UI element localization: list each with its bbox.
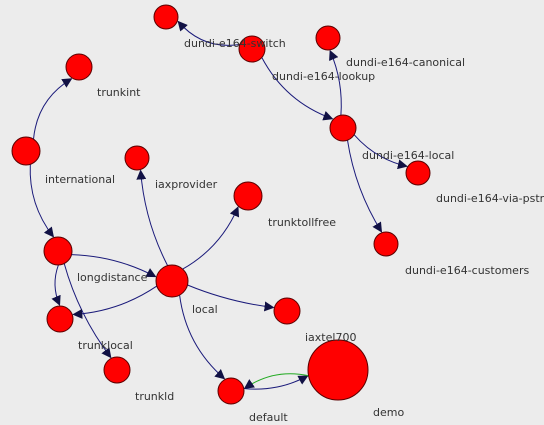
node-dundi-e164-lookup-src[interactable] bbox=[238, 35, 266, 63]
edge-longdistance-to-trunkld bbox=[63, 263, 112, 359]
edge-local-to-iaxprovider bbox=[136, 169, 169, 266]
node-label-dundi-e164-customers: dundi-e164-customers bbox=[405, 264, 529, 277]
edge-international-to-longdistance bbox=[29, 164, 55, 238]
node-dundi-e164-lookup[interactable] bbox=[329, 114, 357, 142]
node-label-trunkld: trunkld bbox=[135, 390, 174, 403]
edges-layer bbox=[29, 20, 408, 390]
edge-demo-to-default bbox=[243, 373, 309, 389]
node-trunkint[interactable] bbox=[65, 53, 93, 81]
node-demo[interactable] bbox=[307, 339, 369, 401]
node-label-trunkint: trunkint bbox=[97, 86, 141, 99]
edge-default-to-demo bbox=[243, 375, 309, 390]
node-label-dundi-e164-lookup: dundi-e164-lookup bbox=[272, 70, 375, 83]
edge-local-to-trunktollfree bbox=[182, 206, 240, 270]
node-label-dundi-e164-canonical: dundi-e164-canonical bbox=[346, 56, 465, 69]
node-label-iaxprovider: iaxprovider bbox=[155, 178, 218, 191]
node-local[interactable] bbox=[155, 264, 189, 298]
edge-dundi-e164-lookup-to-dundi-e164-customers bbox=[347, 140, 383, 233]
node-dundi-e164-switch[interactable] bbox=[153, 4, 179, 30]
node-label-demo: demo bbox=[373, 406, 404, 419]
node-dundi-e164-via-pstn[interactable] bbox=[405, 160, 431, 186]
edge-local-to-default bbox=[179, 295, 226, 380]
node-iaxprovider[interactable] bbox=[124, 145, 150, 171]
node-label-trunktollfree: trunktollfree bbox=[268, 216, 336, 229]
node-local-ext[interactable] bbox=[273, 297, 301, 325]
node-trunklocal[interactable] bbox=[46, 305, 74, 333]
node-label-local: local bbox=[192, 303, 218, 316]
edge-longdistance-to-trunklocal bbox=[51, 264, 61, 306]
node-label-dundi-e164-switch: dundi-e164-switch bbox=[184, 37, 286, 50]
node-international[interactable] bbox=[11, 136, 41, 166]
node-default[interactable] bbox=[217, 377, 245, 405]
node-label-international: international bbox=[45, 173, 115, 186]
node-label-longdistance: longdistance bbox=[77, 271, 148, 284]
nodes-layer bbox=[11, 4, 431, 405]
edge-local-to-trunklocal bbox=[72, 285, 158, 319]
edge-dundi-e164-lookup-src-to-dundi-e164-lookup bbox=[261, 57, 334, 121]
labels-layer: dundi-e164-switchdundi-e164-canonicaldun… bbox=[45, 37, 544, 424]
edge-dundi-e164-lookup-src-to-dundi-e164-switch bbox=[177, 20, 240, 46]
node-label-dundi-e164-local: dundi-e164-local bbox=[362, 149, 454, 162]
edge-longdistance-to-local bbox=[71, 254, 157, 278]
node-dundi-e164-canonical[interactable] bbox=[315, 25, 341, 51]
node-label-dundi-e164-via-pstn: dundi-e164-via-pstn bbox=[436, 192, 544, 205]
node-label-trunklocal: trunklocal bbox=[78, 339, 133, 352]
edge-dundi-e164-lookup-to-dundi-e164-via-pstn bbox=[353, 134, 408, 170]
node-dundi-e164-customers[interactable] bbox=[373, 231, 399, 257]
node-longdistance[interactable] bbox=[43, 236, 73, 266]
node-trunktollfree[interactable] bbox=[233, 181, 263, 211]
node-label-default: default bbox=[249, 411, 288, 424]
edge-dundi-e164-lookup-to-dundi-e164-canonical bbox=[329, 49, 342, 116]
node-label-iaxtel700: iaxtel700 bbox=[305, 331, 356, 344]
edge-local-to-local-ext bbox=[187, 284, 275, 312]
node-trunkld[interactable] bbox=[103, 356, 131, 384]
edge-international-to-trunkint bbox=[33, 78, 73, 140]
